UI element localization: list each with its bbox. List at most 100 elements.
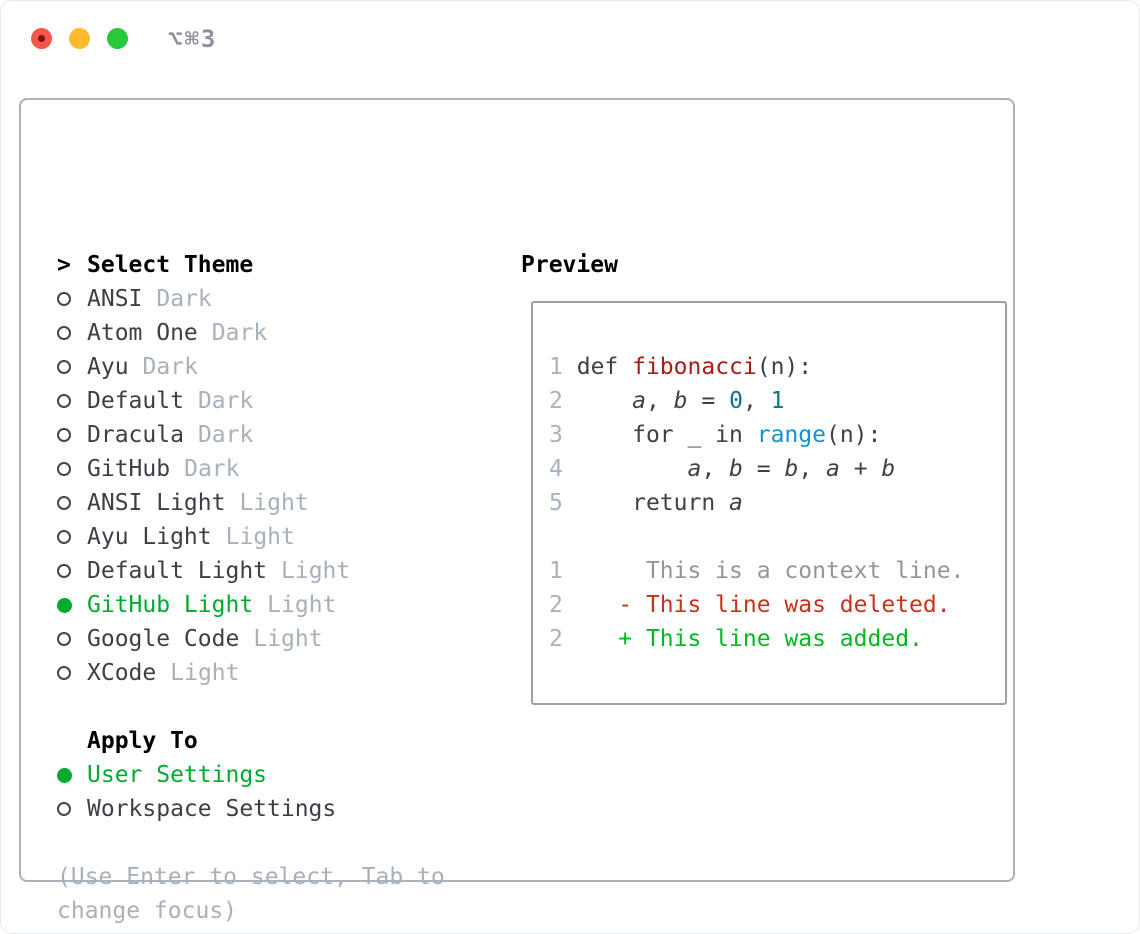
theme-variant-badge: Light bbox=[170, 660, 240, 686]
radio-gutter bbox=[57, 622, 87, 656]
radio-gutter bbox=[57, 418, 87, 452]
radio-gutter bbox=[57, 520, 87, 554]
theme-option[interactable]: Google Code Light bbox=[57, 622, 445, 656]
line-number: 4 bbox=[549, 456, 563, 482]
radio-gutter bbox=[57, 486, 87, 520]
theme-option[interactable]: Dracula Dark bbox=[57, 418, 445, 452]
theme-option[interactable]: XCode Light bbox=[57, 656, 445, 690]
radio-icon bbox=[57, 802, 71, 816]
line-number: 5 bbox=[549, 490, 563, 516]
hint-line-1: (Use Enter to select, Tab to bbox=[57, 864, 445, 890]
theme-option-label: Dracula bbox=[87, 422, 184, 448]
theme-option[interactable]: ANSI Light Light bbox=[57, 486, 445, 520]
radio-gutter bbox=[57, 588, 87, 622]
radio-icon bbox=[57, 394, 71, 408]
line-number: 2 bbox=[549, 388, 563, 414]
code-token-var: a bbox=[729, 490, 743, 516]
radio-gutter bbox=[57, 554, 87, 588]
radio-gutter bbox=[57, 792, 87, 826]
radio-gutter bbox=[57, 656, 87, 690]
radio-icon bbox=[57, 564, 71, 578]
code-token-t: (n): bbox=[825, 422, 882, 448]
code-token-t bbox=[563, 388, 632, 414]
code-token-t: = bbox=[742, 456, 785, 482]
theme-variant-badge: Light bbox=[239, 490, 309, 516]
radio-selected-icon bbox=[57, 767, 72, 783]
theme-variant-badge: Dark bbox=[211, 320, 268, 346]
code-line: 2 a, b = 0, 1 bbox=[549, 384, 1005, 418]
theme-option-label: ANSI bbox=[87, 286, 143, 312]
minimize-button[interactable] bbox=[69, 28, 90, 49]
code-token-t: def bbox=[576, 354, 633, 380]
code-token-var: a bbox=[632, 388, 646, 414]
theme-option-label: ANSI Light bbox=[87, 490, 226, 516]
line-number: 1 bbox=[549, 354, 563, 380]
theme-variant-badge: Light bbox=[267, 592, 337, 618]
code-line bbox=[549, 520, 1005, 554]
code-line: 2 - This line was deleted. bbox=[549, 588, 1005, 622]
theme-option-label: XCode bbox=[87, 660, 157, 686]
radio-gutter bbox=[57, 452, 87, 486]
radio-icon bbox=[57, 666, 71, 680]
code-token-t: , bbox=[645, 388, 674, 414]
radio-gutter bbox=[57, 350, 87, 384]
code-token-t bbox=[563, 592, 618, 618]
theme-variant-badge: Dark bbox=[197, 422, 254, 448]
line-number: 3 bbox=[549, 422, 563, 448]
code-token-t: for _ in bbox=[562, 422, 757, 448]
radio-icon bbox=[57, 428, 71, 442]
apply-option[interactable]: Workspace Settings bbox=[57, 792, 445, 826]
code-token-ctx: This is a context line. bbox=[562, 558, 965, 584]
line-number: 1 bbox=[549, 558, 563, 584]
code-token-t: , bbox=[742, 388, 771, 414]
radio-icon bbox=[57, 530, 71, 544]
spacer bbox=[57, 690, 445, 724]
code-token-t: + bbox=[839, 456, 882, 482]
zoom-button[interactable] bbox=[107, 28, 128, 49]
code-token-bi: range bbox=[756, 422, 826, 448]
theme-option-label: Google Code bbox=[87, 626, 240, 652]
theme-option[interactable]: GitHub Dark bbox=[57, 452, 445, 486]
code-token-t: return bbox=[562, 490, 730, 516]
radio-icon bbox=[57, 292, 71, 306]
code-token-t: = bbox=[687, 388, 730, 414]
code-line: 5 return a bbox=[549, 486, 1005, 520]
code-token-t: , bbox=[701, 456, 730, 482]
code-line: 3 for _ in range(n): bbox=[549, 418, 1005, 452]
apply-option-label: User Settings bbox=[87, 762, 268, 788]
theme-variant-badge: Light bbox=[253, 626, 323, 652]
code-token-t bbox=[563, 626, 618, 652]
theme-variant-badge: Dark bbox=[142, 354, 198, 380]
select-theme-title: Select Theme bbox=[87, 252, 254, 278]
apply-option[interactable]: User Settings bbox=[57, 758, 445, 792]
preview-title: Preview bbox=[521, 252, 618, 278]
radio-gutter bbox=[57, 384, 87, 418]
code-token-del: - This line was deleted. bbox=[618, 592, 951, 618]
code-token-t: (n): bbox=[756, 354, 813, 380]
select-theme-header: > Select Theme bbox=[57, 248, 445, 282]
keyboard-shortcut-label: ⌥⌘3 bbox=[168, 25, 218, 53]
radio-icon bbox=[57, 462, 71, 476]
code-token-var: a bbox=[826, 456, 840, 482]
code-line: 1 This is a context line. bbox=[549, 554, 1005, 588]
apply-to-title: Apply To bbox=[87, 728, 198, 754]
line-number: 2 bbox=[549, 626, 563, 652]
selection-caret: > bbox=[57, 252, 71, 278]
theme-option-label: GitHub bbox=[87, 456, 171, 482]
close-button[interactable] bbox=[31, 28, 52, 49]
code-token-lit: 0 bbox=[729, 388, 743, 414]
radio-gutter bbox=[57, 282, 87, 316]
theme-variant-badge: Dark bbox=[184, 456, 240, 482]
theme-variant-badge: Light bbox=[225, 524, 295, 550]
